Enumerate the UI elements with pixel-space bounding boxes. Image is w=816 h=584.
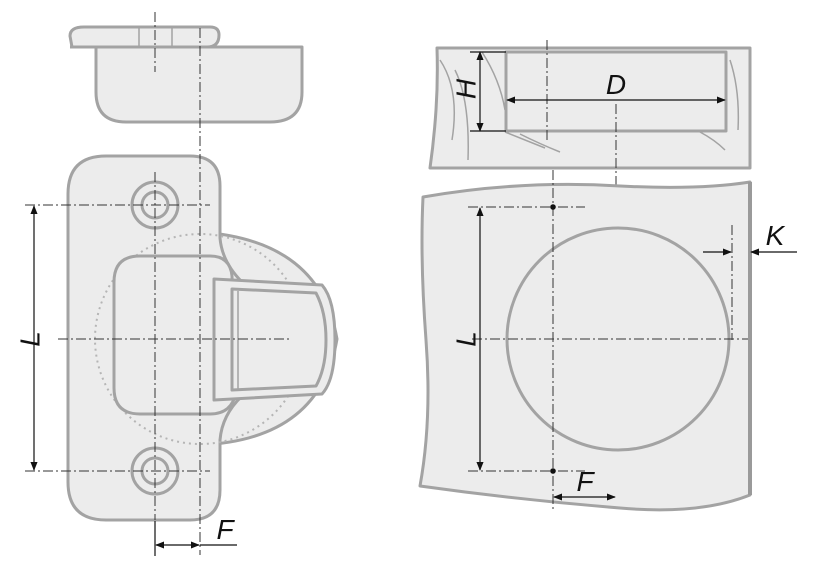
- label-K: K: [766, 220, 786, 251]
- dimension-L-left: L: [14, 205, 45, 471]
- wood-grain: [481, 51, 506, 111]
- plate-window: [112, 254, 238, 416]
- hinge-cap-flange: [68, 25, 221, 49]
- hinge-top-view: [68, 12, 304, 124]
- dimension-L-right: L: [450, 207, 484, 471]
- wood-grain: [454, 69, 469, 161]
- wood-grain: [439, 59, 456, 141]
- label-L-left: L: [14, 331, 45, 347]
- label-D: D: [606, 69, 626, 100]
- label-F-left: F: [216, 514, 235, 545]
- door-section-panel: [428, 46, 752, 170]
- label-F-right: F: [576, 466, 595, 497]
- hinge-plate-view: [25, 28, 339, 555]
- label-H: H: [450, 78, 481, 99]
- wood-grain: [699, 131, 726, 151]
- door-front-view: [418, 170, 752, 512]
- wood-grain: [729, 59, 740, 131]
- label-L-right: L: [450, 331, 481, 347]
- screw-point-top: [550, 204, 556, 210]
- hinge-cap-body: [70, 45, 304, 124]
- dimension-F-right: F: [553, 466, 616, 501]
- wood-grain: [519, 133, 561, 153]
- screw-point-bottom: [550, 468, 556, 474]
- dimension-K: K: [703, 220, 797, 256]
- door-section-view: [428, 40, 752, 500]
- dimension-H: H: [450, 51, 506, 132]
- dimension-D: D: [506, 69, 726, 104]
- dimension-F-left: F: [154, 514, 237, 556]
- wood-grain: [504, 131, 546, 149]
